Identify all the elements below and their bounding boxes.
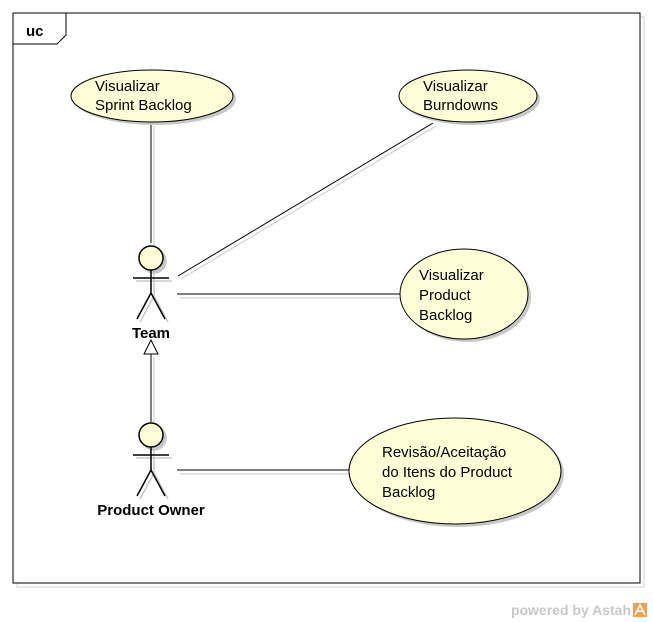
assoc-team-burndowns (177, 122, 434, 277)
usecase-line-1: Revisão/Aceitação (382, 444, 506, 461)
usecase-visualizar-burndowns[interactable]: Visualizar Burndowns (398, 69, 540, 125)
usecase-line-2: Sprint Backlog (95, 97, 192, 114)
usecase-line-1: Visualizar (423, 78, 488, 95)
actor-product-owner[interactable]: Product Owner (97, 422, 205, 519)
stick-figure-icon (133, 245, 169, 320)
usecase-revisao-aceitacao[interactable]: Revisão/Aceitação do Itens do Product Ba… (348, 417, 564, 527)
watermark-text: powered by Astah (510, 602, 631, 618)
usecase-ellipse (398, 69, 538, 123)
usecase-ellipse (348, 417, 562, 525)
usecase-ellipse (70, 69, 234, 123)
frame-tab (13, 13, 67, 45)
usecase-line-1: Visualizar (419, 267, 484, 284)
frame-label: uc (26, 23, 44, 40)
usecase-line-2: Burndowns (423, 97, 498, 114)
usecase-line-1: Visualizar (95, 78, 160, 95)
stick-figure-icon (133, 422, 169, 497)
watermark: powered by Astah (511, 602, 647, 618)
actor-team[interactable]: Team (132, 245, 172, 342)
astah-logo-icon (633, 603, 647, 617)
usecase-visualizar-sprint-backlog[interactable]: Visualizar Sprint Backlog (70, 69, 236, 125)
usecase-ellipse (399, 248, 529, 340)
usecase-line-2: do Itens do Product (382, 464, 513, 481)
usecase-visualizar-product-backlog[interactable]: Visualizar Product Backlog (399, 248, 531, 342)
generalization-arrowhead (143, 338, 159, 355)
usecase-line-3: Backlog (382, 484, 435, 501)
actor-label: Product Owner (97, 502, 205, 519)
association-shadows (153, 125, 437, 475)
usecase-line-3: Backlog (419, 307, 472, 324)
actor-label: Team (132, 325, 170, 342)
usecase-line-2: Product (419, 287, 472, 304)
